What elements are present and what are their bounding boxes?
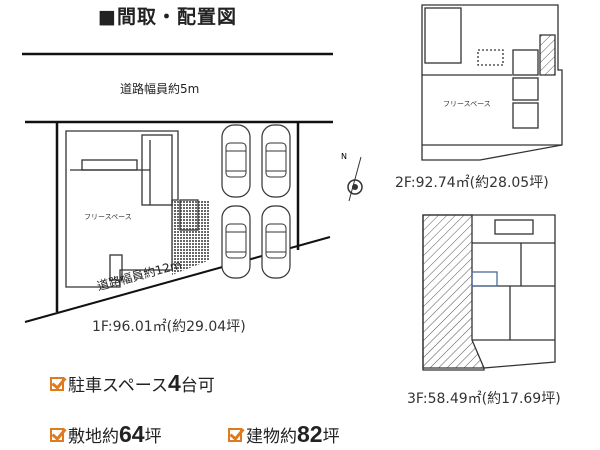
page-title: ■間取・配置図	[98, 6, 237, 28]
floor-plan-3f	[422, 214, 556, 371]
feature-building-area: 建物約 82 坪	[228, 421, 340, 448]
feature-land-area: 敷地約 64 坪	[50, 421, 162, 448]
floor-plan-2f	[421, 4, 563, 161]
floor-2-area-caption: 2F:92.74㎡(約28.05坪)	[395, 175, 549, 191]
feature-number: 64	[119, 421, 145, 447]
feature-suffix: 坪	[322, 427, 340, 447]
floor-plan-1f	[65, 130, 210, 288]
feature-number: 82	[297, 421, 323, 447]
parking-car	[221, 205, 251, 279]
feature-parking: 駐車スペース 4 台可	[50, 370, 215, 397]
floor-3-area-caption: 3F:58.49㎡(約17.69坪)	[407, 391, 561, 407]
checkbox-icon	[50, 427, 64, 442]
feature-number: 4	[167, 370, 181, 396]
feature-suffix: 台可	[180, 376, 215, 396]
compass-north-label: N	[341, 152, 347, 161]
road-width-north-label: 道路幅員約5m	[120, 82, 200, 96]
parking-car	[261, 124, 291, 198]
free-space-label-2f: フリースペース	[443, 100, 491, 108]
feature-prefix: 敷地約	[68, 427, 119, 447]
feature-prefix: 建物約	[246, 427, 297, 447]
feature-prefix: 駐車スペース	[68, 376, 168, 396]
floor-1-area-caption: 1F:96.01㎡(約29.04坪)	[92, 319, 246, 335]
feature-suffix: 坪	[144, 427, 162, 447]
checkbox-icon	[228, 427, 242, 442]
parking-car	[261, 205, 291, 279]
compass-icon: N	[341, 152, 363, 202]
checkbox-icon	[50, 376, 64, 391]
parking-car	[221, 124, 251, 198]
free-space-label-1f: フリースペース	[84, 213, 132, 221]
